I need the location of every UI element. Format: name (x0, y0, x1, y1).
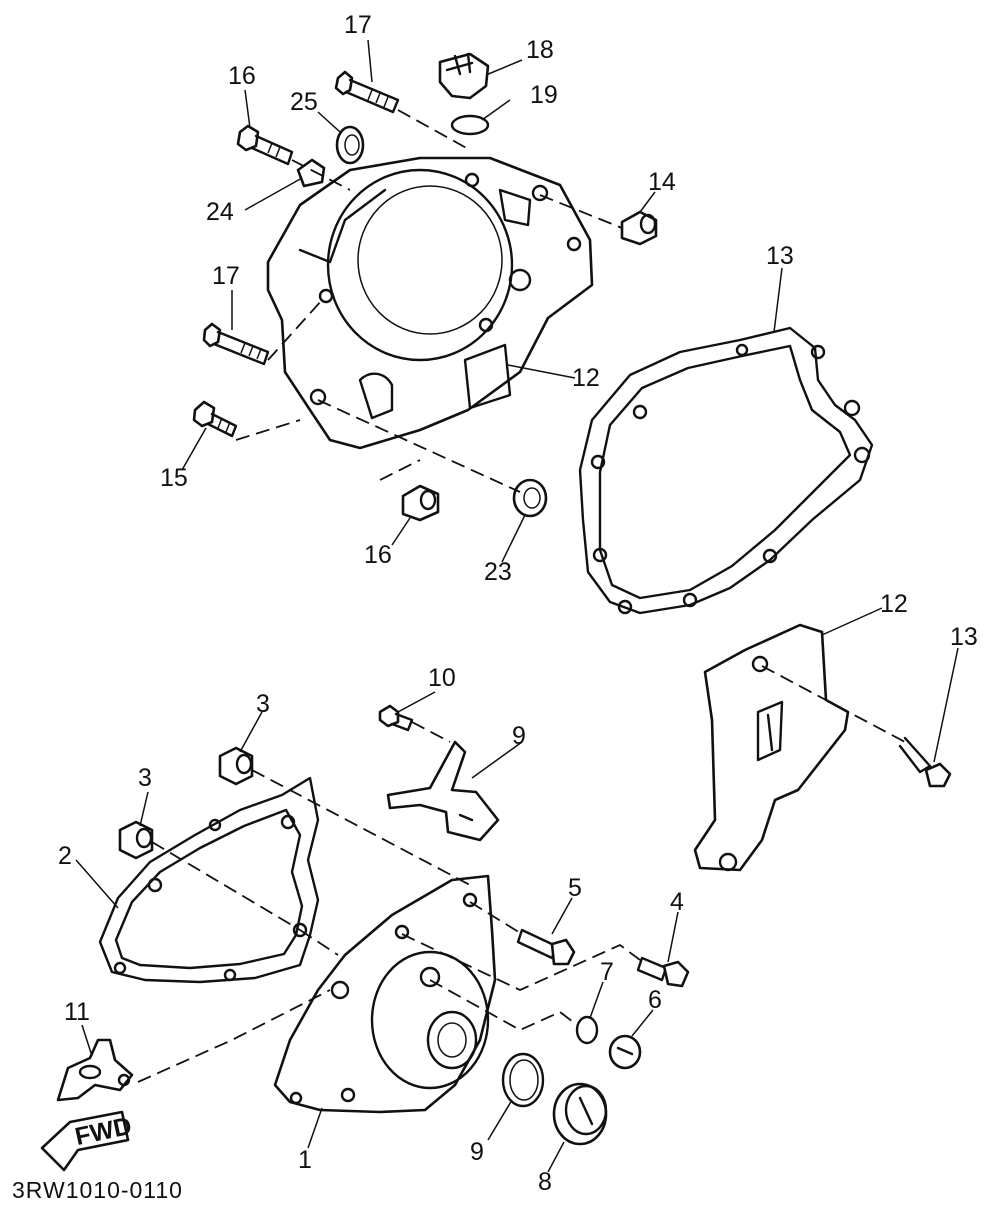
o-ring-part-7 (575, 1015, 599, 1045)
callout-6: 6 (648, 986, 662, 1014)
callout-20-mid: 17 (212, 262, 240, 290)
callout-18: 15 (160, 464, 188, 492)
bolt-part-14 (898, 736, 952, 788)
assembly-line (299, 929, 339, 956)
dowel-pin-part-3-lower (118, 820, 154, 860)
callout-5: 5 (568, 874, 582, 902)
callout-24: 24 (206, 198, 234, 226)
dowel-pin-part-17-top (620, 210, 658, 246)
callout-21: 18 (526, 36, 554, 64)
cap-part-8 (552, 1082, 608, 1146)
forward-direction-arrow-icon: FWD (40, 1110, 134, 1172)
bolt-part-5 (516, 928, 576, 966)
callout-2: 2 (58, 842, 72, 870)
callout-13: 12 (880, 590, 908, 618)
oil-filler-cap-part-21 (438, 52, 490, 100)
bolt-part-18 (192, 400, 238, 438)
o-ring-part-22 (450, 114, 490, 136)
callout-labels: 17 18 19 16 25 24 14 17 13 12 15 16 23 3… (58, 11, 978, 1196)
oil-seal-part-23 (512, 478, 548, 518)
callout-3-lower: 3 (138, 764, 152, 792)
assembly-line (429, 979, 578, 1032)
assembly-line (291, 159, 351, 191)
callout-22: 19 (530, 81, 558, 109)
oil-seal-part-25 (335, 125, 365, 165)
callout-3-upper: 3 (256, 690, 270, 718)
callout-10: 9 (512, 722, 526, 750)
callout-17-bottom: 16 (364, 541, 392, 569)
gasket-part-2 (98, 776, 320, 984)
plug-part-6 (608, 1034, 642, 1070)
callout-7: 7 (600, 958, 614, 986)
dowel-pin-part-17-bottom (401, 484, 440, 522)
assembly-line (469, 901, 523, 935)
bolt-part-20-top (334, 70, 400, 114)
assembly-line (151, 841, 301, 931)
callout-1: 1 (298, 1146, 312, 1174)
sprocket-cover-part-13 (693, 623, 850, 872)
callout-9: 9 (470, 1138, 484, 1166)
callout-8: 8 (538, 1168, 552, 1196)
callout-11: 10 (428, 664, 456, 692)
drawing-code: 3RW1010-0110 (12, 1177, 183, 1203)
bracket-part-10 (386, 740, 500, 842)
crankcase-cover-part-15 (266, 156, 594, 450)
callout-14: 13 (950, 623, 978, 651)
callout-25: 25 (290, 88, 318, 116)
fwd-label: FWD (73, 1112, 134, 1151)
assembly-line (379, 459, 421, 481)
callout-19: 16 (228, 62, 256, 90)
callout-4: 4 (670, 888, 684, 916)
callout-23: 23 (484, 558, 512, 586)
callout-16: 13 (766, 242, 794, 270)
assembly-line (235, 399, 521, 493)
bolt-part-4 (636, 956, 690, 988)
dowel-pin-part-3-upper (218, 746, 254, 786)
bracket-part-12 (56, 1038, 134, 1102)
assembly-line (267, 299, 323, 361)
gasket-part-16 (578, 326, 874, 615)
assembly-line (411, 721, 451, 743)
callout-17-top: 14 (648, 168, 676, 196)
bolt-part-20-mid (202, 322, 270, 366)
assembly-line (137, 989, 331, 1083)
crankcase-cover-part-1 (273, 874, 497, 1114)
clip-part-24 (296, 158, 326, 188)
callout-12: 11 (64, 998, 90, 1026)
callout-20: 17 (344, 11, 372, 39)
assembly-line (397, 109, 471, 151)
bolt-part-19 (236, 124, 294, 166)
assembly-line (401, 933, 641, 991)
leader-lines (75, 39, 959, 1173)
o-ring-part-9 (501, 1052, 545, 1108)
callout-15: 12 (572, 364, 600, 392)
bolt-part-11 (378, 704, 414, 732)
assembly-line (761, 665, 906, 743)
assembly-line (539, 194, 623, 229)
